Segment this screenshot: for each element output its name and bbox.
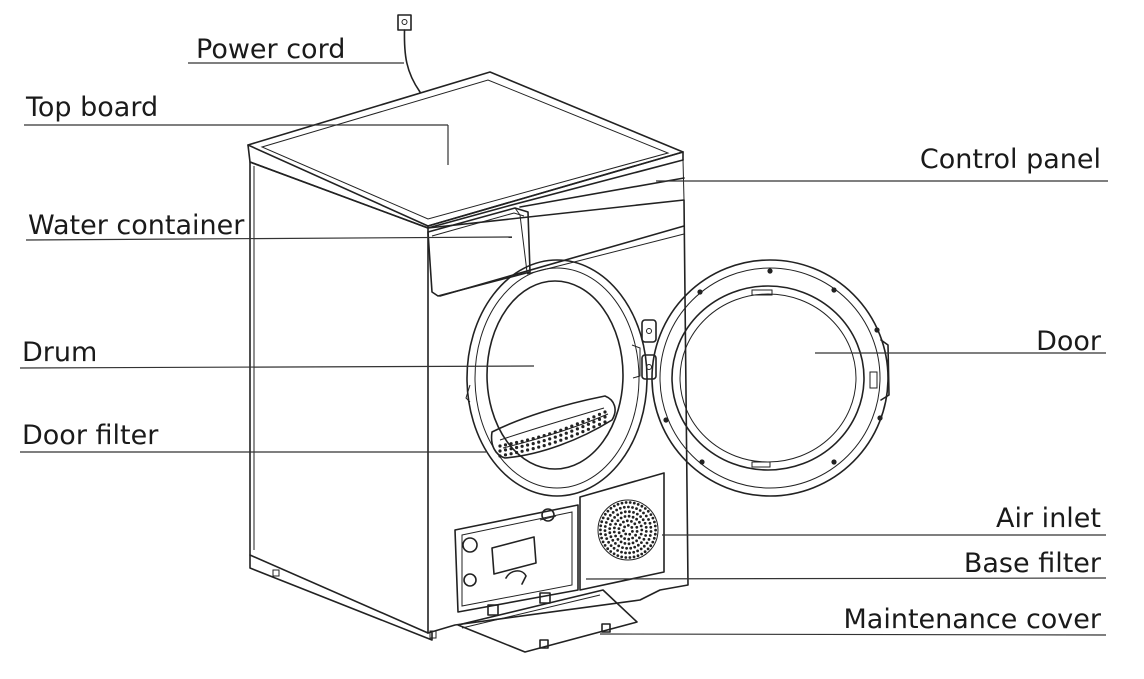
label-control-panel: Control panel — [920, 144, 1101, 175]
power-cord-wire — [403, 29, 421, 93]
top-board — [247, 71, 684, 229]
label-water-container: Water container — [28, 210, 245, 241]
part-labels: Power cord Top board Water container Dru… — [22, 34, 1102, 635]
drum-opening — [465, 259, 648, 497]
door-hinges — [641, 319, 657, 380]
label-maintenance-cover: Maintenance cover — [843, 604, 1101, 635]
water-container-drawer — [427, 207, 531, 297]
dryer-illustration — [247, 14, 890, 653]
air-inlet-grill — [579, 472, 665, 591]
label-base-filter: Base filter — [964, 548, 1102, 579]
label-air-inlet: Air inlet — [996, 503, 1101, 534]
cabinet-front-panel — [427, 199, 689, 634]
label-door-filter: Door filter — [22, 420, 159, 451]
door-filter-mesh — [498, 410, 607, 458]
base-filter-compartment — [454, 504, 579, 613]
maintenance-cover — [457, 589, 638, 653]
label-door: Door — [1036, 326, 1102, 357]
label-top-board: Top board — [25, 92, 158, 123]
cabinet-side-panel — [249, 161, 429, 634]
label-drum: Drum — [22, 337, 97, 368]
open-door — [651, 259, 890, 497]
control-panel-strip — [427, 159, 685, 297]
label-power-cord: Power cord — [196, 34, 345, 65]
power-plug-icon — [397, 14, 412, 31]
leader-lines — [19, 62, 1108, 636]
